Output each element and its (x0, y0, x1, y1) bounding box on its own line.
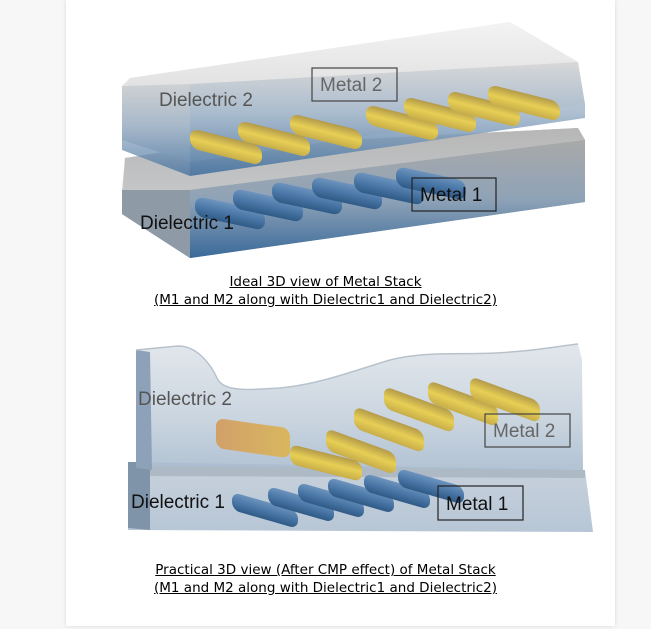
practical-caption-line2: (M1 and M2 along with Dielectric1 and Di… (154, 580, 497, 596)
ideal-metal1-bars (195, 167, 466, 230)
ideal-caption-line2: (M1 and M2 along with Dielectric1 and Di… (154, 292, 497, 308)
practical-caption-line1: Practical 3D view (After CMP effect) of … (155, 562, 496, 578)
ideal-stack: Dielectric 2 Metal 2 Metal 1 Dielectric … (122, 22, 585, 258)
ideal-caption: Ideal 3D view of Metal Stack (M1 and M2 … (0, 273, 651, 309)
ideal-dielectric1-label: Dielectric 1 (140, 213, 234, 234)
practical-metal2-bars (216, 378, 540, 481)
ideal-dielectric2-label: Dielectric 2 (159, 90, 253, 111)
practical-metal1-label-box (437, 485, 524, 521)
ideal-metal2-label-box (311, 67, 398, 102)
ideal-caption-line1: Ideal 3D view of Metal Stack (229, 274, 422, 290)
practical-stack: Dielectric 2 Metal 2 Metal 1 Dielectric … (128, 343, 593, 532)
practical-metal1-label: Metal 1 (446, 494, 508, 515)
ideal-metal2-label: Metal 2 (320, 75, 382, 96)
practical-metal1-bars (232, 469, 464, 527)
practical-caption: Practical 3D view (After CMP effect) of … (0, 561, 651, 597)
practical-metal2-label: Metal 2 (493, 421, 555, 442)
practical-dielectric1-label: Dielectric 1 (131, 492, 225, 513)
practical-dielectric2-label: Dielectric 2 (138, 389, 232, 410)
ideal-metal1-label-box (411, 177, 497, 212)
practical-metal2-label-box (484, 413, 571, 448)
ideal-metal2-bars (190, 85, 560, 164)
ideal-metal1-label: Metal 1 (420, 185, 482, 206)
